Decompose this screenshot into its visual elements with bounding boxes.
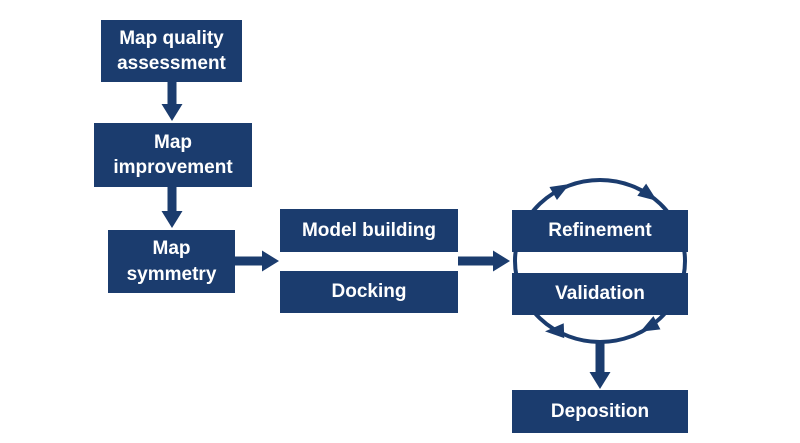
node-deposition: Deposition: [512, 390, 688, 433]
node-label: Map improvement: [113, 131, 233, 178]
node-label: Deposition: [550, 400, 650, 422]
node-map-symmetry: Map symmetry: [108, 230, 235, 293]
node-label: Map symmetry: [126, 238, 217, 285]
cycle-arrowhead-bottom-left-icon: [545, 323, 565, 339]
cycle-arrowhead-top-left-icon: [549, 184, 570, 200]
node-validation: Validation: [512, 273, 688, 315]
node-refinement: Refinement: [512, 210, 688, 252]
node-model-building: Model building: [280, 209, 458, 252]
arrow-cycle-to-deposition-icon: [589, 341, 611, 389]
node-label: Validation: [555, 283, 645, 305]
arrow-quality-to-improvement-icon: [161, 82, 183, 121]
node-label: Refinement: [548, 220, 652, 242]
arrow-improvement-to-symmetry-icon: [161, 187, 183, 228]
node-label: Map quality assessment: [117, 27, 226, 74]
node-label: Docking: [331, 281, 407, 303]
cycle-ellipse: [513, 178, 687, 344]
cycle-arrowhead-bottom-right-icon: [640, 316, 661, 332]
node-docking: Docking: [280, 271, 458, 313]
arrow-symmetry-to-building-icon: [235, 250, 279, 272]
cycle-arrowhead-top-right-icon: [637, 183, 658, 201]
node-map-improvement: Map improvement: [94, 123, 252, 187]
node-label: Model building: [301, 219, 437, 241]
arrow-building-to-refinement-icon: [458, 250, 510, 272]
node-map-quality-assessment: Map quality assessment: [101, 20, 242, 82]
